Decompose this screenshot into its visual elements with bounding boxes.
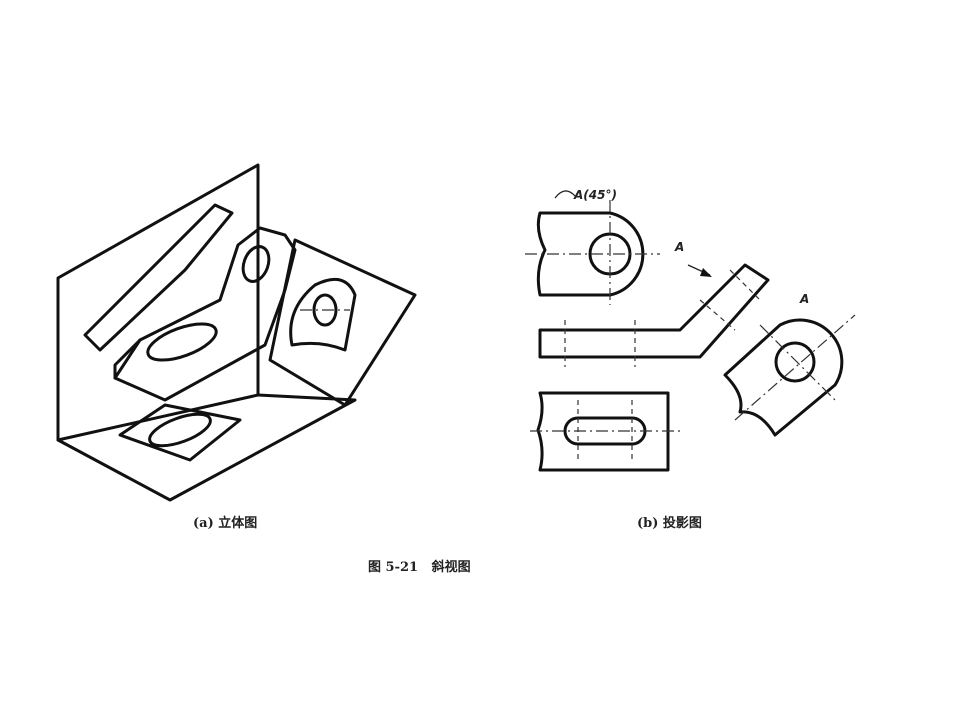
projection-view: [525, 190, 856, 472]
figure-title: 图 5-21 斜视图: [368, 560, 471, 575]
projection-label: A: [800, 292, 810, 306]
caption-a: (a) 立体图: [193, 516, 258, 531]
rotated-view-label: A(45°): [574, 188, 617, 202]
caption-b: (b) 投影图: [637, 516, 702, 531]
view-direction-label: A: [675, 240, 685, 254]
isometric-view: [56, 163, 417, 502]
